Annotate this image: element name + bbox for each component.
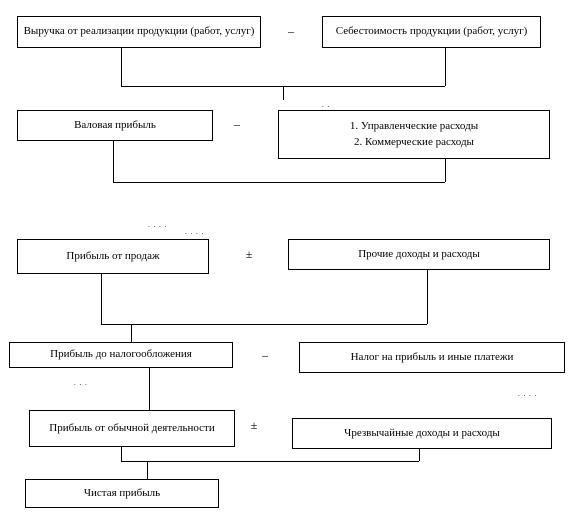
cost-of-sales-box: Себестоимость продукции (работ, услуг) xyxy=(322,16,541,48)
profit-before-tax-label: Прибыль до налогообложения xyxy=(50,348,192,361)
dots-4b: . . . . xyxy=(518,390,538,398)
minus-operator-1: – xyxy=(288,24,294,38)
connector-2-right xyxy=(445,159,446,182)
extraordinary-income-expenses-box: Чрезвычайные доходы и расходы xyxy=(292,418,552,449)
plus-minus-operator-1: ± xyxy=(245,247,253,261)
revenue-box: Выручка от реализации продукции (работ, … xyxy=(17,16,261,48)
profit-before-tax-box: Прибыль до налогообложения xyxy=(9,342,233,368)
ordinary-activity-profit-label: Прибыль от обычной деятельности xyxy=(49,421,215,434)
connector-4-left xyxy=(149,368,150,410)
admin-commercial-expenses-box: 1. Управленческие расходы 2. Коммерчески… xyxy=(278,110,550,159)
dots-1: . . xyxy=(322,101,331,109)
net-profit-box: Чистая прибыль xyxy=(25,479,219,508)
ordinary-activity-profit-box: Прибыль от обычной деятельности xyxy=(29,410,235,447)
connector-3-bar xyxy=(101,324,427,325)
gross-profit-label: Валовая прибыль xyxy=(74,118,156,131)
minus-operator-3: – xyxy=(262,348,268,362)
connector-1-stem xyxy=(283,86,284,100)
connector-2-left xyxy=(113,141,114,182)
admin-expenses-label: 1. Управленческие расходы xyxy=(349,119,479,132)
extraordinary-income-expenses-label: Чрезвычайные доходы и расходы xyxy=(344,426,500,439)
commercial-expenses-label: 2. Коммерческие расходы xyxy=(354,135,474,148)
net-profit-label: Чистая прибыль xyxy=(83,486,161,499)
profit-from-sales-box: Прибыль от продаж xyxy=(17,239,209,274)
dots-4a: . . . xyxy=(74,379,88,387)
connector-5-bar xyxy=(121,461,419,462)
minus-operator-2: – xyxy=(234,117,240,131)
dots-2a: . . . . xyxy=(148,221,168,229)
connector-3-right xyxy=(427,270,428,324)
connector-5-stem xyxy=(147,461,148,479)
connector-5-left xyxy=(121,447,122,461)
plus-minus-operator-2: ± xyxy=(250,418,258,432)
connector-1-left xyxy=(121,48,122,86)
profit-from-sales-label: Прибыль от продаж xyxy=(66,249,160,262)
other-income-expenses-label: Прочие доходы и расходы xyxy=(358,247,480,260)
dots-2b: . . . . xyxy=(185,228,205,236)
connector-1-right xyxy=(445,48,446,86)
cost-of-sales-label: Себестоимость продукции (работ, услуг) xyxy=(335,25,528,38)
other-income-expenses-box: Прочие доходы и расходы xyxy=(288,239,550,270)
connector-3-left xyxy=(101,274,102,324)
income-tax-box: Налог на прибыль и иные платежи xyxy=(299,342,565,373)
connector-5-right xyxy=(419,449,420,461)
income-tax-label: Налог на прибыль и иные платежи xyxy=(350,350,514,363)
connector-2-bar xyxy=(113,182,445,183)
revenue-label: Выручка от реализации продукции (работ, … xyxy=(23,25,255,38)
connector-3-stem xyxy=(131,324,132,342)
gross-profit-box: Валовая прибыль xyxy=(17,110,213,141)
